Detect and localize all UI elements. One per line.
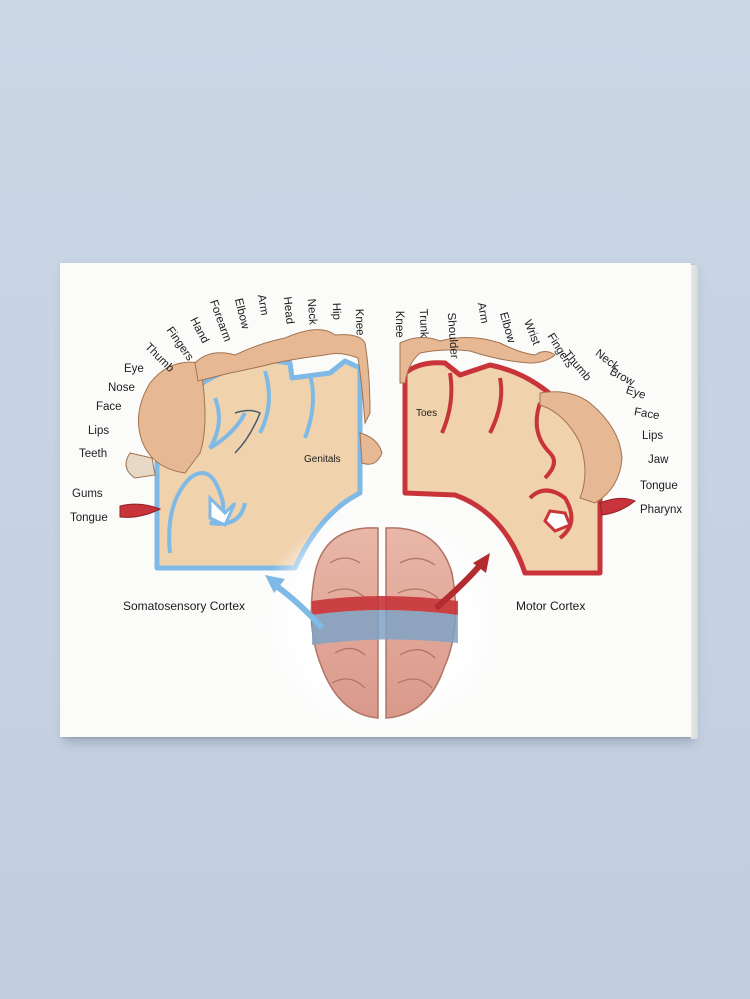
motor-label-jaw: Jaw xyxy=(648,454,669,466)
homunculus-illustration xyxy=(119,329,636,738)
motor-label-pharynx: Pharynx xyxy=(640,504,683,516)
sensory-homunculus xyxy=(119,329,383,518)
sensory-label-hip: Hip xyxy=(329,302,343,321)
somatosensory-arrowhead xyxy=(265,575,285,593)
sensory-label-arm: Arm xyxy=(254,293,271,317)
motor-arrowhead xyxy=(473,553,490,573)
sensory-label-neck: Neck xyxy=(304,298,319,326)
sensory-label-head: Head xyxy=(280,296,296,325)
motor-label-arm: Arm xyxy=(474,301,491,325)
motor-label-tongue: Tongue xyxy=(640,480,678,492)
sensory-label-teeth: Teeth xyxy=(79,448,108,460)
somatosensory-caption: Somatosensory Cortex xyxy=(123,599,246,613)
sensory-label-nose: Nose xyxy=(108,382,135,394)
sensory-label-eye: Eye xyxy=(124,363,144,375)
motor-label-trunk: Trunk xyxy=(416,308,430,338)
toes-label: Toes xyxy=(416,408,438,419)
motor-homunculus xyxy=(399,337,636,516)
motor-label-knee: Knee xyxy=(392,310,405,338)
sensory-label-gums: Gums xyxy=(72,488,103,500)
somatosensory-arrow xyxy=(273,582,325,630)
motor-label-shoulder: Shoulder xyxy=(444,312,460,360)
sensory-label-face: Face xyxy=(96,401,122,413)
sensory-label-tongue: Tongue xyxy=(70,512,108,524)
sensory-label-knee: Knee xyxy=(352,308,366,336)
motor-caption: Motor Cortex xyxy=(516,599,586,613)
motor-label-lips: Lips xyxy=(642,430,664,442)
sensory-label-lips: Lips xyxy=(88,425,110,437)
genitals-label: Genitals xyxy=(304,454,341,465)
top-view-brain xyxy=(310,527,458,719)
